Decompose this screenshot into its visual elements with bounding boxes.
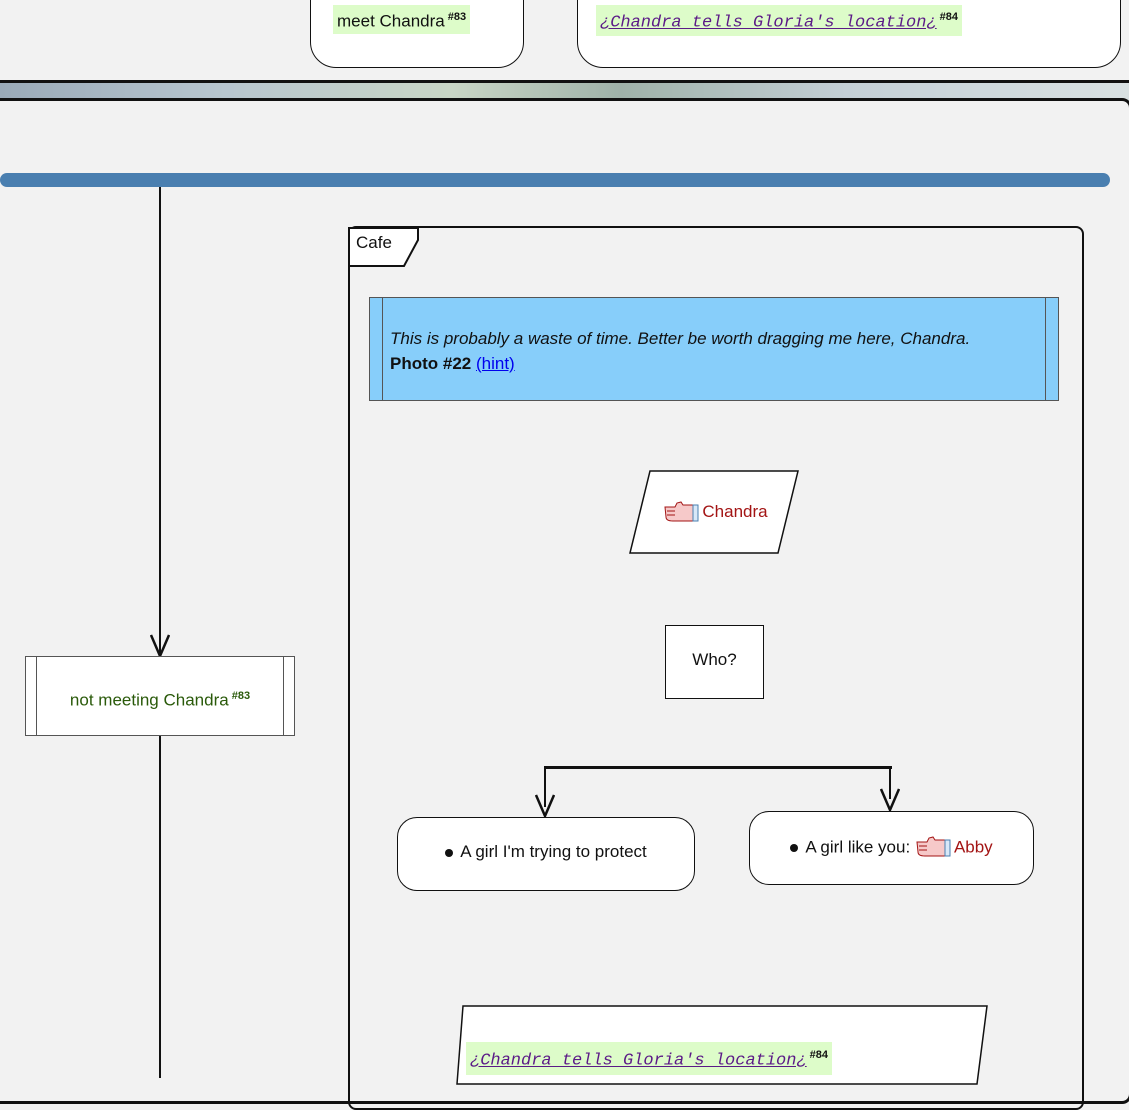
not-meeting-chandra-box: not meeting Chandra#83 [25,656,295,736]
location-link-top[interactable]: ¿Chandra tells Gloria's location¿ [600,13,937,33]
question-box: Who? [665,625,764,699]
main-diagram-panel [0,98,1129,1104]
speaker-label: Chandra [653,500,778,525]
cafe-note: This is probably a waste of time. Better… [369,297,1059,401]
hint-link[interactable]: (hint) [475,354,515,373]
left-branch-line-bottom [159,736,161,1078]
cafe-tab-label: Cafe [356,233,392,252]
cafe-tab [348,227,419,267]
note-quote: This is probably a waste of time. Better… [390,329,971,348]
location-box-top: ¿Chandra tells Gloria's location¿#84 [577,0,1121,68]
pointing-hand-icon [916,836,951,857]
option-like-you[interactable]: A girl like you: Abby [749,811,1034,885]
pointing-hand-icon [664,500,699,522]
arrow-head-left [150,634,170,658]
arrow-head-option-2 [880,788,900,812]
left-branch-line-top [159,187,161,653]
location-link-top-wrap: ¿Chandra tells Gloria's location¿#84 [596,5,963,36]
branch-line-left [544,767,546,807]
arrow-head-option-1 [535,794,555,818]
location-link-bottom[interactable]: ¿Chandra tells Gloria's location¿ [470,1051,807,1071]
branch-line-right [889,767,891,799]
speaker-parallelogram [629,470,799,554]
meet-chandra-label: meet Chandra#83 [333,5,471,34]
option-protect[interactable]: A girl I'm trying to protect [397,817,695,891]
location-link-bottom-wrap: ¿Chandra tells Gloria's location¿#84 [466,1042,833,1075]
meet-chandra-box: meet Chandra#83 [310,0,524,68]
note-photo: Photo #22 [390,354,472,373]
branch-connector [544,766,892,769]
fork-bar [0,173,1110,187]
